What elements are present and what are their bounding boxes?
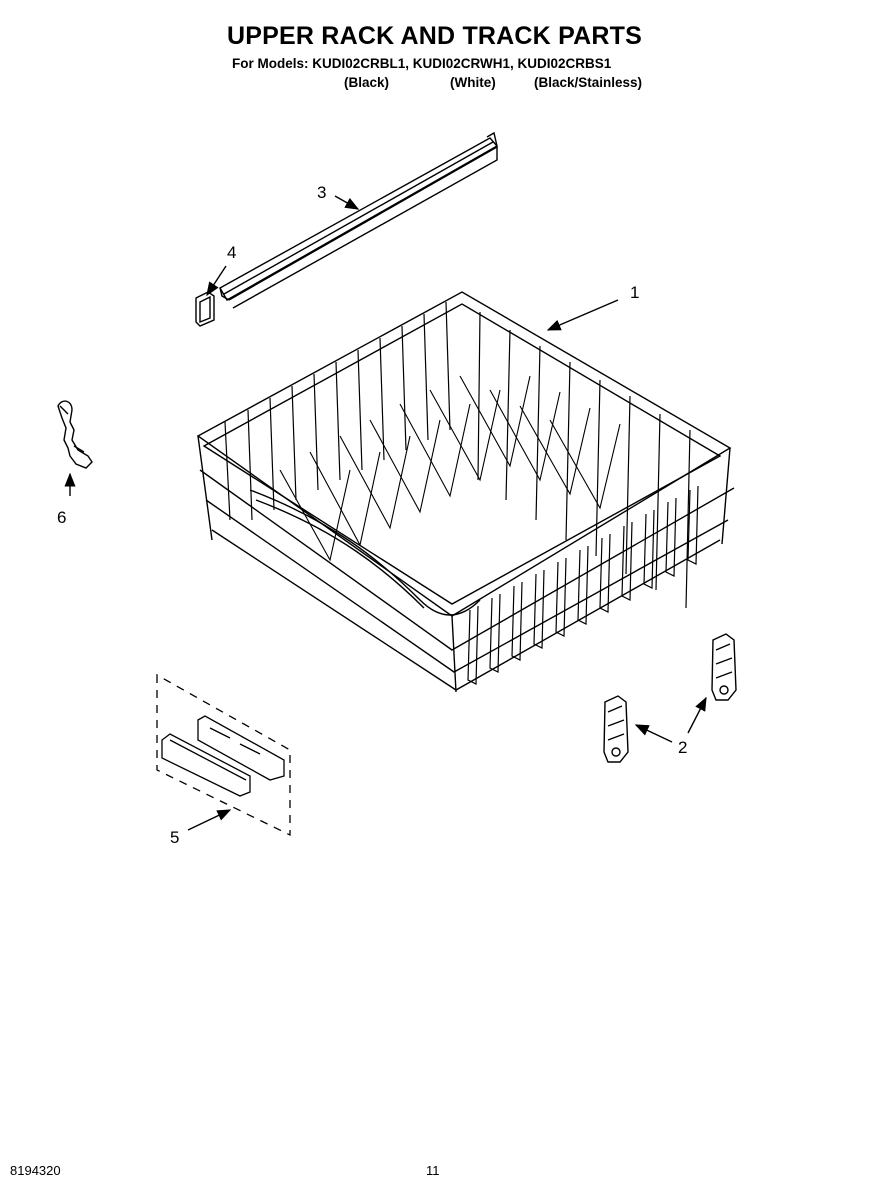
models-line: For Models: KUDI02CRBL1, KUDI02CRWH1, KU… bbox=[232, 56, 612, 71]
callout-1: 1 bbox=[630, 283, 640, 302]
page-title: UPPER RACK AND TRACK PARTS bbox=[227, 22, 642, 50]
variant-white: (White) bbox=[450, 75, 496, 90]
leader-lines bbox=[64, 195, 707, 831]
rack-handle-part-5 bbox=[156, 673, 291, 837]
track-stop-part-4 bbox=[195, 291, 215, 327]
callout-4: 4 bbox=[227, 243, 237, 262]
callout-2: 2 bbox=[678, 738, 688, 757]
part-number: 8194320 bbox=[10, 1163, 61, 1178]
wire-clip-part-6 bbox=[57, 400, 93, 469]
track-rail-part-3 bbox=[219, 131, 499, 309]
callout-6: 6 bbox=[57, 508, 67, 527]
variant-black: (Black) bbox=[344, 75, 390, 90]
variant-black-stainless: (Black/Stainless) bbox=[534, 75, 643, 90]
page-number: 11 bbox=[426, 1163, 440, 1178]
rack-adjuster-part-2 bbox=[603, 633, 737, 763]
callout-3: 3 bbox=[317, 183, 327, 202]
upper-rack-part-1 bbox=[196, 291, 735, 693]
callout-5: 5 bbox=[170, 828, 180, 847]
